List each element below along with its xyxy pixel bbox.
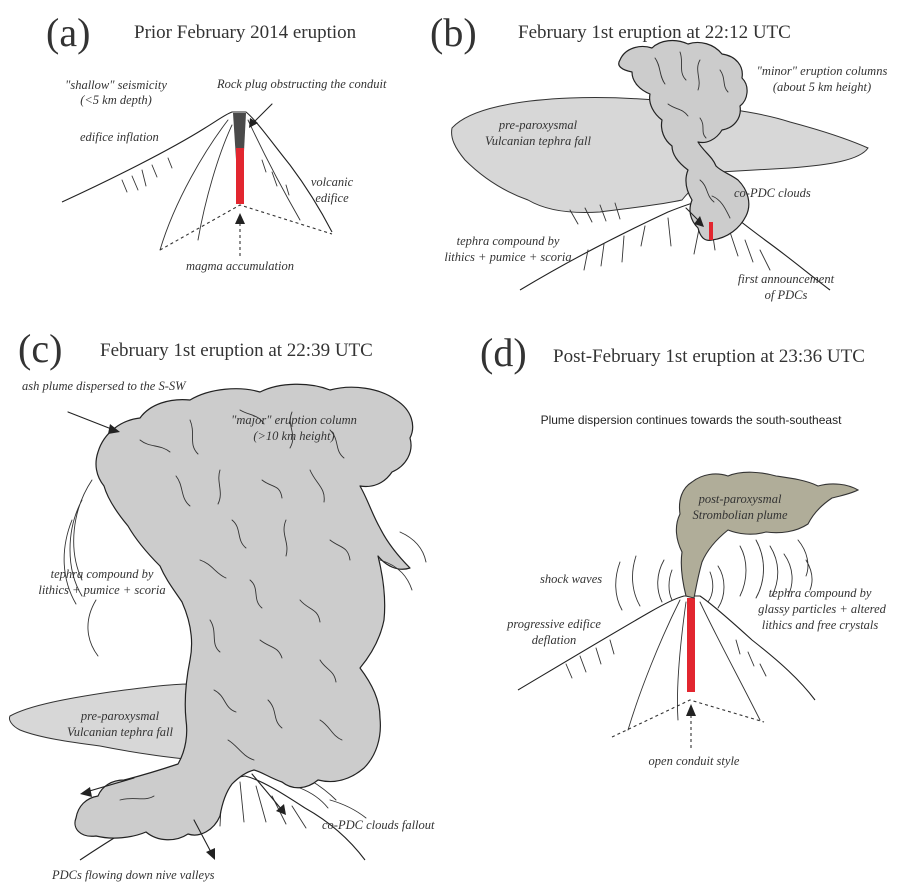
magma-chamber-outline-d (612, 700, 764, 737)
edifice-label-1: volcanic (311, 175, 354, 189)
seismicity-label-1: "shallow" seismicity (65, 78, 167, 92)
fall-label-b-2: Vulcanian tephra fall (485, 134, 592, 148)
fall-label-b-1: pre-paroxysmal (498, 118, 578, 132)
shock-waves-label: shock waves (540, 572, 602, 586)
major-eruption-column (75, 384, 413, 840)
minor-columns-label-1: "minor" eruption columns (757, 64, 888, 78)
panel-b-title: February 1st eruption at 22:12 UTC (518, 22, 791, 43)
edifice-label-2: edifice (315, 191, 349, 205)
deflation-label-1: progressive edifice (506, 617, 601, 631)
pdc-announcement-label-1: first announcement (738, 272, 835, 286)
panel-b-letter: (b) (430, 10, 477, 55)
tephra-label-d-3: lithics and free crystals (762, 618, 879, 632)
panel-a: (a) Prior February 2014 eruption "shallo… (46, 10, 387, 273)
strombolian-label-2: Strombolian plume (692, 508, 787, 522)
tephra-label-b-1: tephra compound by (457, 234, 560, 248)
conduit-arrow-head (686, 704, 696, 716)
magma-column-b (709, 222, 713, 240)
open-conduit-label: open conduit style (649, 754, 740, 768)
inflation-label: edifice inflation (80, 130, 159, 144)
tephra-label-d-2: glassy particles + altered (758, 602, 886, 616)
tephra-label-c-1: tephra compound by (51, 567, 154, 581)
panel-d-title: Post-February 1st eruption at 23:36 UTC (553, 346, 865, 367)
strombolian-label-1: post-paroxysmal (698, 492, 782, 506)
minor-columns-label-2: (about 5 km height) (773, 80, 871, 94)
tephra-label-b-2: lithics + pumice + scoria (444, 250, 571, 264)
major-column-label-1: "major" eruption column (231, 413, 357, 427)
seismicity-label-2: (<5 km depth) (80, 93, 152, 107)
plume-dispersion-caption: Plume dispersion continues towards the s… (541, 413, 843, 427)
pdcs-valleys-label: PDCs flowing down nive valleys (51, 868, 215, 882)
panel-c: (c) February 1st eruption at 22:39 UTC a… (9, 326, 435, 882)
copdc-label-b: co-PDC clouds (734, 186, 811, 200)
panel-a-letter: (a) (46, 10, 90, 55)
magma-column-d (687, 598, 695, 692)
plume-label-c: ash plume dispersed to the S-SW (22, 379, 187, 393)
panel-d-letter: (d) (480, 330, 527, 375)
plug-label: Rock plug obstructing the conduit (216, 77, 387, 91)
panel-b: (b) February 1st eruption at 22:12 UTC "… (430, 10, 887, 302)
fall-label-c-1: pre-paroxysmal (80, 709, 160, 723)
magma-column-a (236, 148, 244, 204)
panel-d: (d) Post-February 1st eruption at 23:36 … (480, 330, 887, 768)
tephra-label-d-1: tephra compound by (769, 586, 872, 600)
deflation-label-2: deflation (532, 633, 576, 647)
panel-a-title: Prior February 2014 eruption (134, 22, 357, 43)
plume-direction-arrow-line (68, 412, 114, 430)
panel-c-title: February 1st eruption at 22:39 UTC (100, 340, 373, 361)
tephra-label-c-2: lithics + pumice + scoria (38, 583, 165, 597)
copdc-fallout-label: co-PDC clouds fallout (322, 818, 435, 832)
major-column-label-2: (>10 km height) (253, 429, 334, 443)
pdc-arrow-left-head (80, 787, 92, 797)
magma-accumulation-label: magma accumulation (186, 259, 294, 273)
panel-c-letter: (c) (18, 326, 62, 371)
pdc-announcement-label-2: of PDCs (765, 288, 808, 302)
plug-arrow-line (252, 104, 272, 124)
fall-label-c-2: Vulcanian tephra fall (67, 725, 174, 739)
